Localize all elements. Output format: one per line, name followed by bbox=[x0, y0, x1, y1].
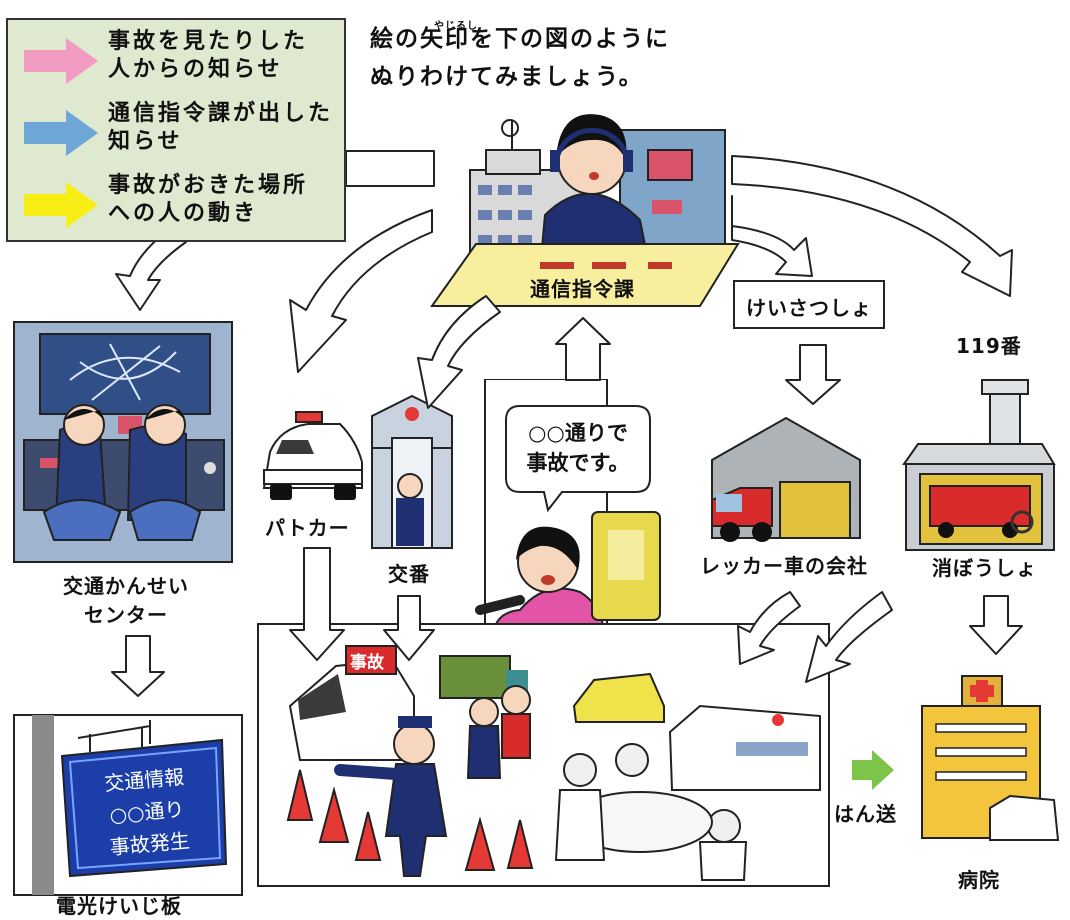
koban-label: 交番 bbox=[388, 562, 430, 586]
number-119-label: 119番 bbox=[956, 334, 1022, 358]
fire-station-illustration bbox=[902, 379, 1056, 551]
arrow-dispatch-to-koban bbox=[417, 295, 501, 409]
arrow-dispatch-to-police-station bbox=[731, 195, 813, 277]
tow-company-label: レッカー車の会社 bbox=[700, 554, 868, 578]
legend-item-movement-to-scene: 事故がおきた場所 への人の動き bbox=[8, 170, 344, 240]
instruction-line-1: 絵の矢印を下の図のように bbox=[370, 26, 670, 52]
traffic-control-label-line-2: センター bbox=[84, 603, 168, 627]
arrow-legend-to-traffic-control bbox=[115, 231, 187, 311]
arrow-koban-to-scene bbox=[383, 595, 435, 661]
instruction-ruby: やじるし bbox=[434, 21, 478, 32]
arrow-patrol-car-to-scene bbox=[289, 547, 345, 661]
dispatch-center-label: 通信指令課 bbox=[530, 277, 635, 301]
legend-item-dispatch-notice: 通信指令課が出した 知らせ bbox=[8, 98, 344, 168]
fire-station-label: 消ぼうしょ bbox=[932, 556, 1037, 580]
hospital-illustration bbox=[921, 675, 1060, 841]
legend-label: 事故を見たりした 人からの知らせ bbox=[108, 29, 309, 82]
connector-legend-to-dispatch bbox=[345, 150, 435, 187]
instruction-text: やじるし 絵の矢印を下の図のように ぬりわけてみましょう。 bbox=[370, 20, 670, 96]
blue-arrow-icon bbox=[24, 110, 98, 156]
koban-illustration bbox=[371, 394, 453, 549]
arrow-fire-station-to-scene bbox=[805, 591, 893, 683]
arrow-tow-company-to-scene bbox=[737, 591, 801, 665]
hospital-label: 病院 bbox=[958, 868, 1000, 892]
arrow-caller-to-dispatch bbox=[555, 317, 611, 381]
sign-board-label: 電光けいじ板 bbox=[56, 894, 182, 918]
arrow-dispatch-to-fire-station bbox=[731, 155, 1013, 297]
traffic-control-center-illustration bbox=[13, 321, 233, 563]
arrow-fire-station-to-hospital bbox=[969, 595, 1023, 655]
police-station-label: けいさつしょ bbox=[746, 296, 872, 320]
patrol-car-label: パトカー bbox=[265, 516, 350, 540]
legend-item-witness-report: 事故を見たりした 人からの知らせ bbox=[8, 26, 344, 96]
speech-bubble bbox=[505, 405, 651, 513]
arrow-dispatch-to-patrol-car bbox=[289, 209, 433, 373]
pink-arrow-icon bbox=[24, 38, 98, 84]
arrow-traffic-control-to-sign bbox=[111, 635, 165, 697]
police-station-box bbox=[733, 280, 885, 329]
instruction-line-2: ぬりわけてみましょう。 bbox=[370, 64, 644, 90]
tow-company-illustration bbox=[711, 416, 861, 542]
legend-label: 通信指令課が出した 知らせ bbox=[108, 101, 334, 154]
accident-sign-text: 事故 bbox=[350, 653, 384, 673]
yellow-arrow-icon bbox=[24, 182, 98, 228]
patrol-car-illustration bbox=[262, 411, 363, 500]
sign-board-illustration bbox=[13, 714, 243, 896]
arrow-police-to-tow-company bbox=[785, 344, 841, 405]
dispatch-center-illustration bbox=[430, 114, 740, 307]
traffic-control-label: 交通かんせい センター bbox=[46, 570, 206, 628]
arrow-transport bbox=[852, 750, 894, 790]
transport-label: はん送 bbox=[834, 802, 897, 826]
accident-scene bbox=[257, 623, 830, 887]
legend-label: 事故がおきた場所 への人の動き bbox=[108, 173, 309, 226]
legend: 事故を見たりした 人からの知らせ 通信指令課が出した 知らせ 事故がおきた場所 … bbox=[6, 18, 346, 242]
speech-bubble-text: ○○通りで 事故です。 bbox=[526, 421, 630, 475]
traffic-control-label-line-1: 交通かんせい bbox=[63, 574, 189, 598]
sign-board-text: 交通情報 ○○通り 事故発生 bbox=[74, 758, 220, 866]
